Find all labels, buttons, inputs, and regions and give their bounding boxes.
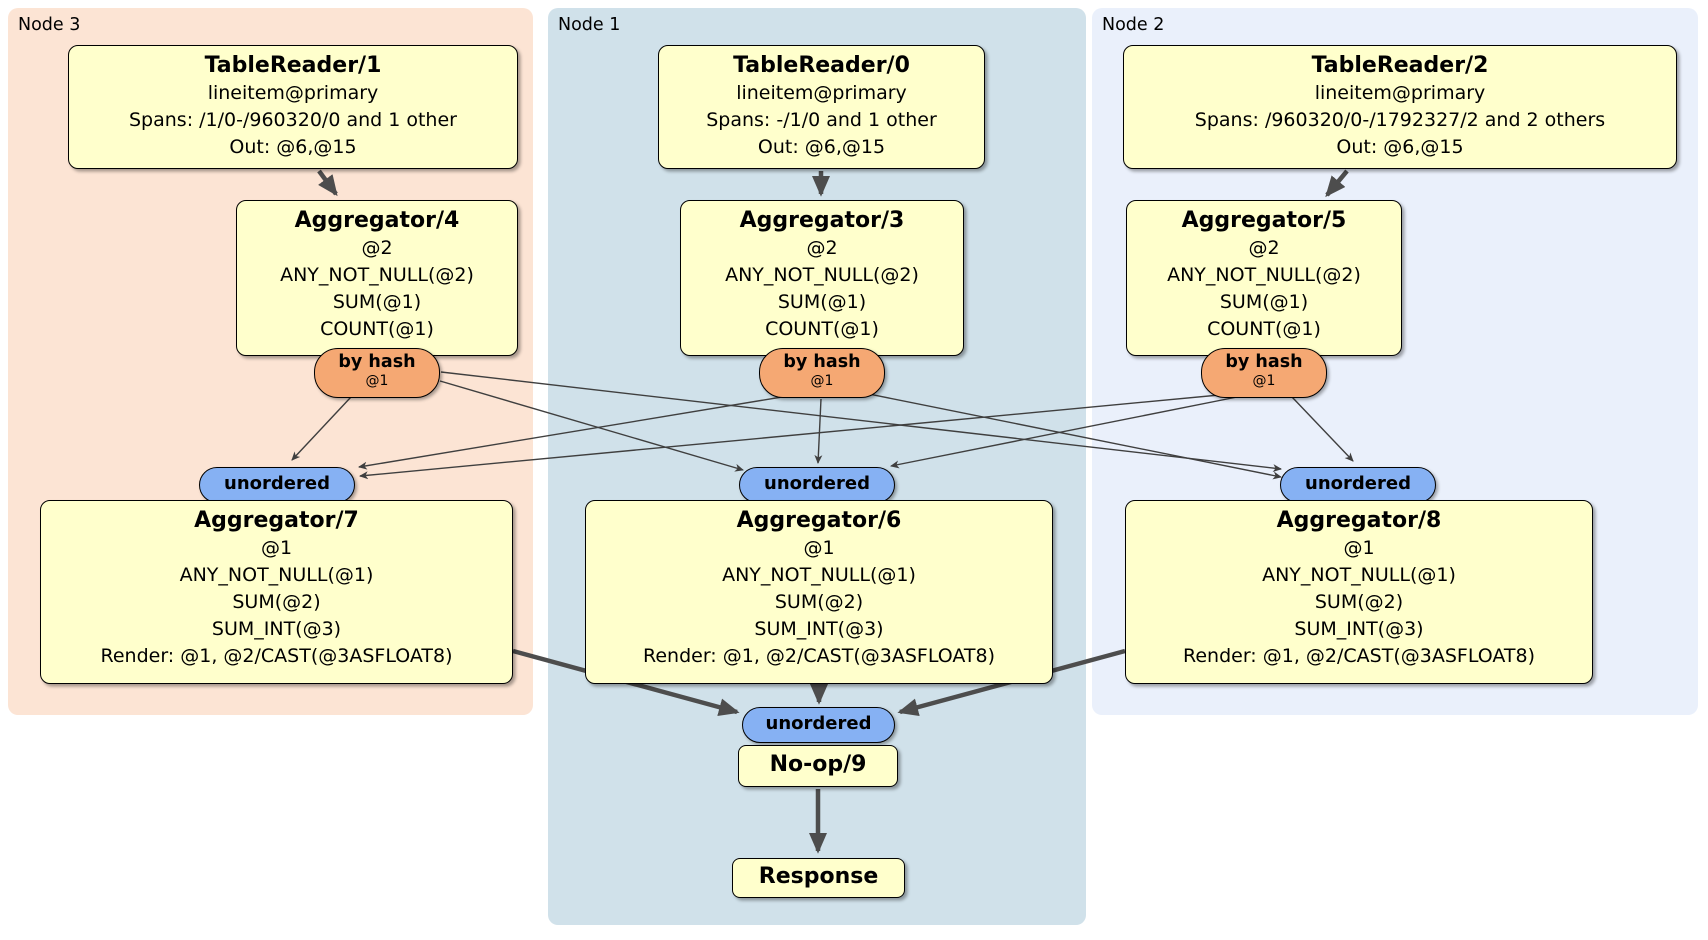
processor-aggregator-3: Aggregator/3 @2 ANY_NOT_NULL(@2) SUM(@1)…	[680, 200, 964, 356]
processor-tablereader-0: TableReader/0 lineitem@primary Spans: -/…	[658, 45, 985, 169]
hash-router-node2: by hash @1	[1201, 348, 1327, 398]
processor-tablereader-1: TableReader/1 lineitem@primary Spans: /1…	[68, 45, 518, 169]
unordered-sync-node1: unordered	[739, 467, 895, 503]
node2-label: Node 2	[1102, 15, 1165, 35]
processor-aggregator-5: Aggregator/5 @2 ANY_NOT_NULL(@2) SUM(@1)…	[1126, 200, 1402, 356]
processor-title: Aggregator/5	[1181, 208, 1347, 233]
processor-aggregator-4: Aggregator/4 @2 ANY_NOT_NULL(@2) SUM(@1)…	[236, 200, 518, 356]
processor-title: Aggregator/6	[736, 508, 902, 533]
processor-title: Aggregator/3	[739, 208, 905, 233]
processor-title: TableReader/1	[204, 53, 382, 78]
node3-label: Node 3	[18, 15, 81, 35]
hash-routing-edges	[291, 371, 1354, 480]
unordered-sync-node3: unordered	[199, 467, 355, 503]
processor-title: TableReader/0	[733, 53, 910, 78]
unordered-sync-node2: unordered	[1280, 467, 1436, 503]
hash-router-node1: by hash @1	[759, 348, 885, 398]
processor-aggregator-7: Aggregator/7 @1 ANY_NOT_NULL(@1) SUM(@2)…	[40, 500, 513, 684]
processor-title: Aggregator/8	[1276, 508, 1442, 533]
processor-title: TableReader/2	[1311, 53, 1489, 78]
unordered-sync-final: unordered	[742, 707, 895, 743]
processor-tablereader-2: TableReader/2 lineitem@primary Spans: /9…	[1123, 45, 1677, 169]
hash-router-node3: by hash @1	[314, 348, 440, 398]
response-node: Response	[732, 858, 905, 898]
processor-title: Aggregator/7	[194, 508, 359, 533]
processor-aggregator-6: Aggregator/6 @1 ANY_NOT_NULL(@1) SUM(@2)…	[585, 500, 1053, 684]
processor-aggregator-8: Aggregator/8 @1 ANY_NOT_NULL(@1) SUM(@2)…	[1125, 500, 1593, 684]
processor-noop-9: No-op/9	[738, 745, 898, 787]
processor-title: Aggregator/4	[294, 208, 460, 233]
node1-label: Node 1	[558, 15, 621, 35]
